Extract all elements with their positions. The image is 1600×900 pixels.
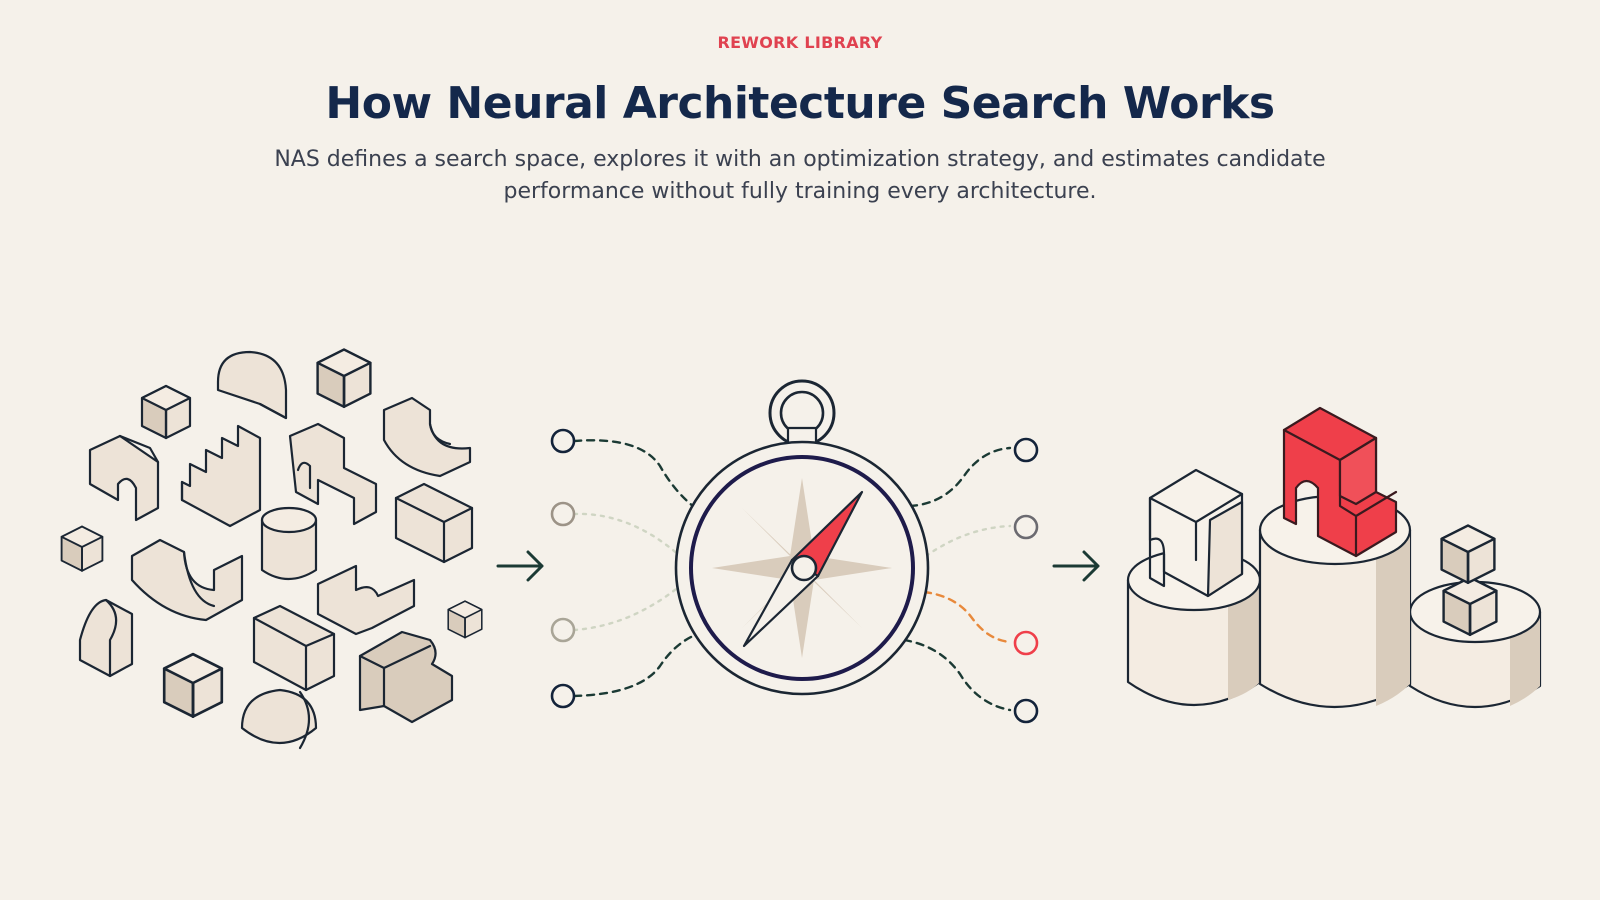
block-half-dome xyxy=(240,688,318,750)
podium-icon xyxy=(1126,406,1542,708)
best-architecture-block xyxy=(1282,406,1398,558)
block-cube xyxy=(140,384,192,440)
block-arch xyxy=(1148,468,1244,598)
arrow-right-icon xyxy=(1052,550,1100,582)
block-curved xyxy=(382,396,472,478)
eyebrow-label: REWORK LIBRARY xyxy=(717,33,883,52)
page-title: How Neural Architecture Search Works xyxy=(325,78,1275,129)
building-blocks-icon xyxy=(60,348,483,750)
page-subtitle: NAS defines a search space, explores it … xyxy=(274,147,1326,204)
block-arch xyxy=(288,422,378,526)
block-cube xyxy=(1442,576,1498,637)
candidate-nodes xyxy=(550,428,1039,724)
block-puzzle xyxy=(316,564,416,636)
block-cube xyxy=(316,348,372,409)
block-bar xyxy=(394,482,474,564)
block-cylinder xyxy=(260,506,318,581)
block-stairs xyxy=(180,424,262,528)
block-cube xyxy=(60,525,104,572)
block-quarter xyxy=(78,598,134,678)
block-cube xyxy=(162,652,224,718)
compass-icon xyxy=(550,379,1039,724)
block-arch xyxy=(88,434,160,522)
block-u-shape xyxy=(130,538,244,622)
candidate-paths xyxy=(572,439,1012,712)
block-cube xyxy=(1440,524,1496,585)
block-puzzle xyxy=(358,630,454,724)
arrow-right-icon xyxy=(496,550,544,582)
block-dome xyxy=(216,350,288,420)
block-bar xyxy=(252,604,336,692)
block-cube xyxy=(447,600,483,639)
